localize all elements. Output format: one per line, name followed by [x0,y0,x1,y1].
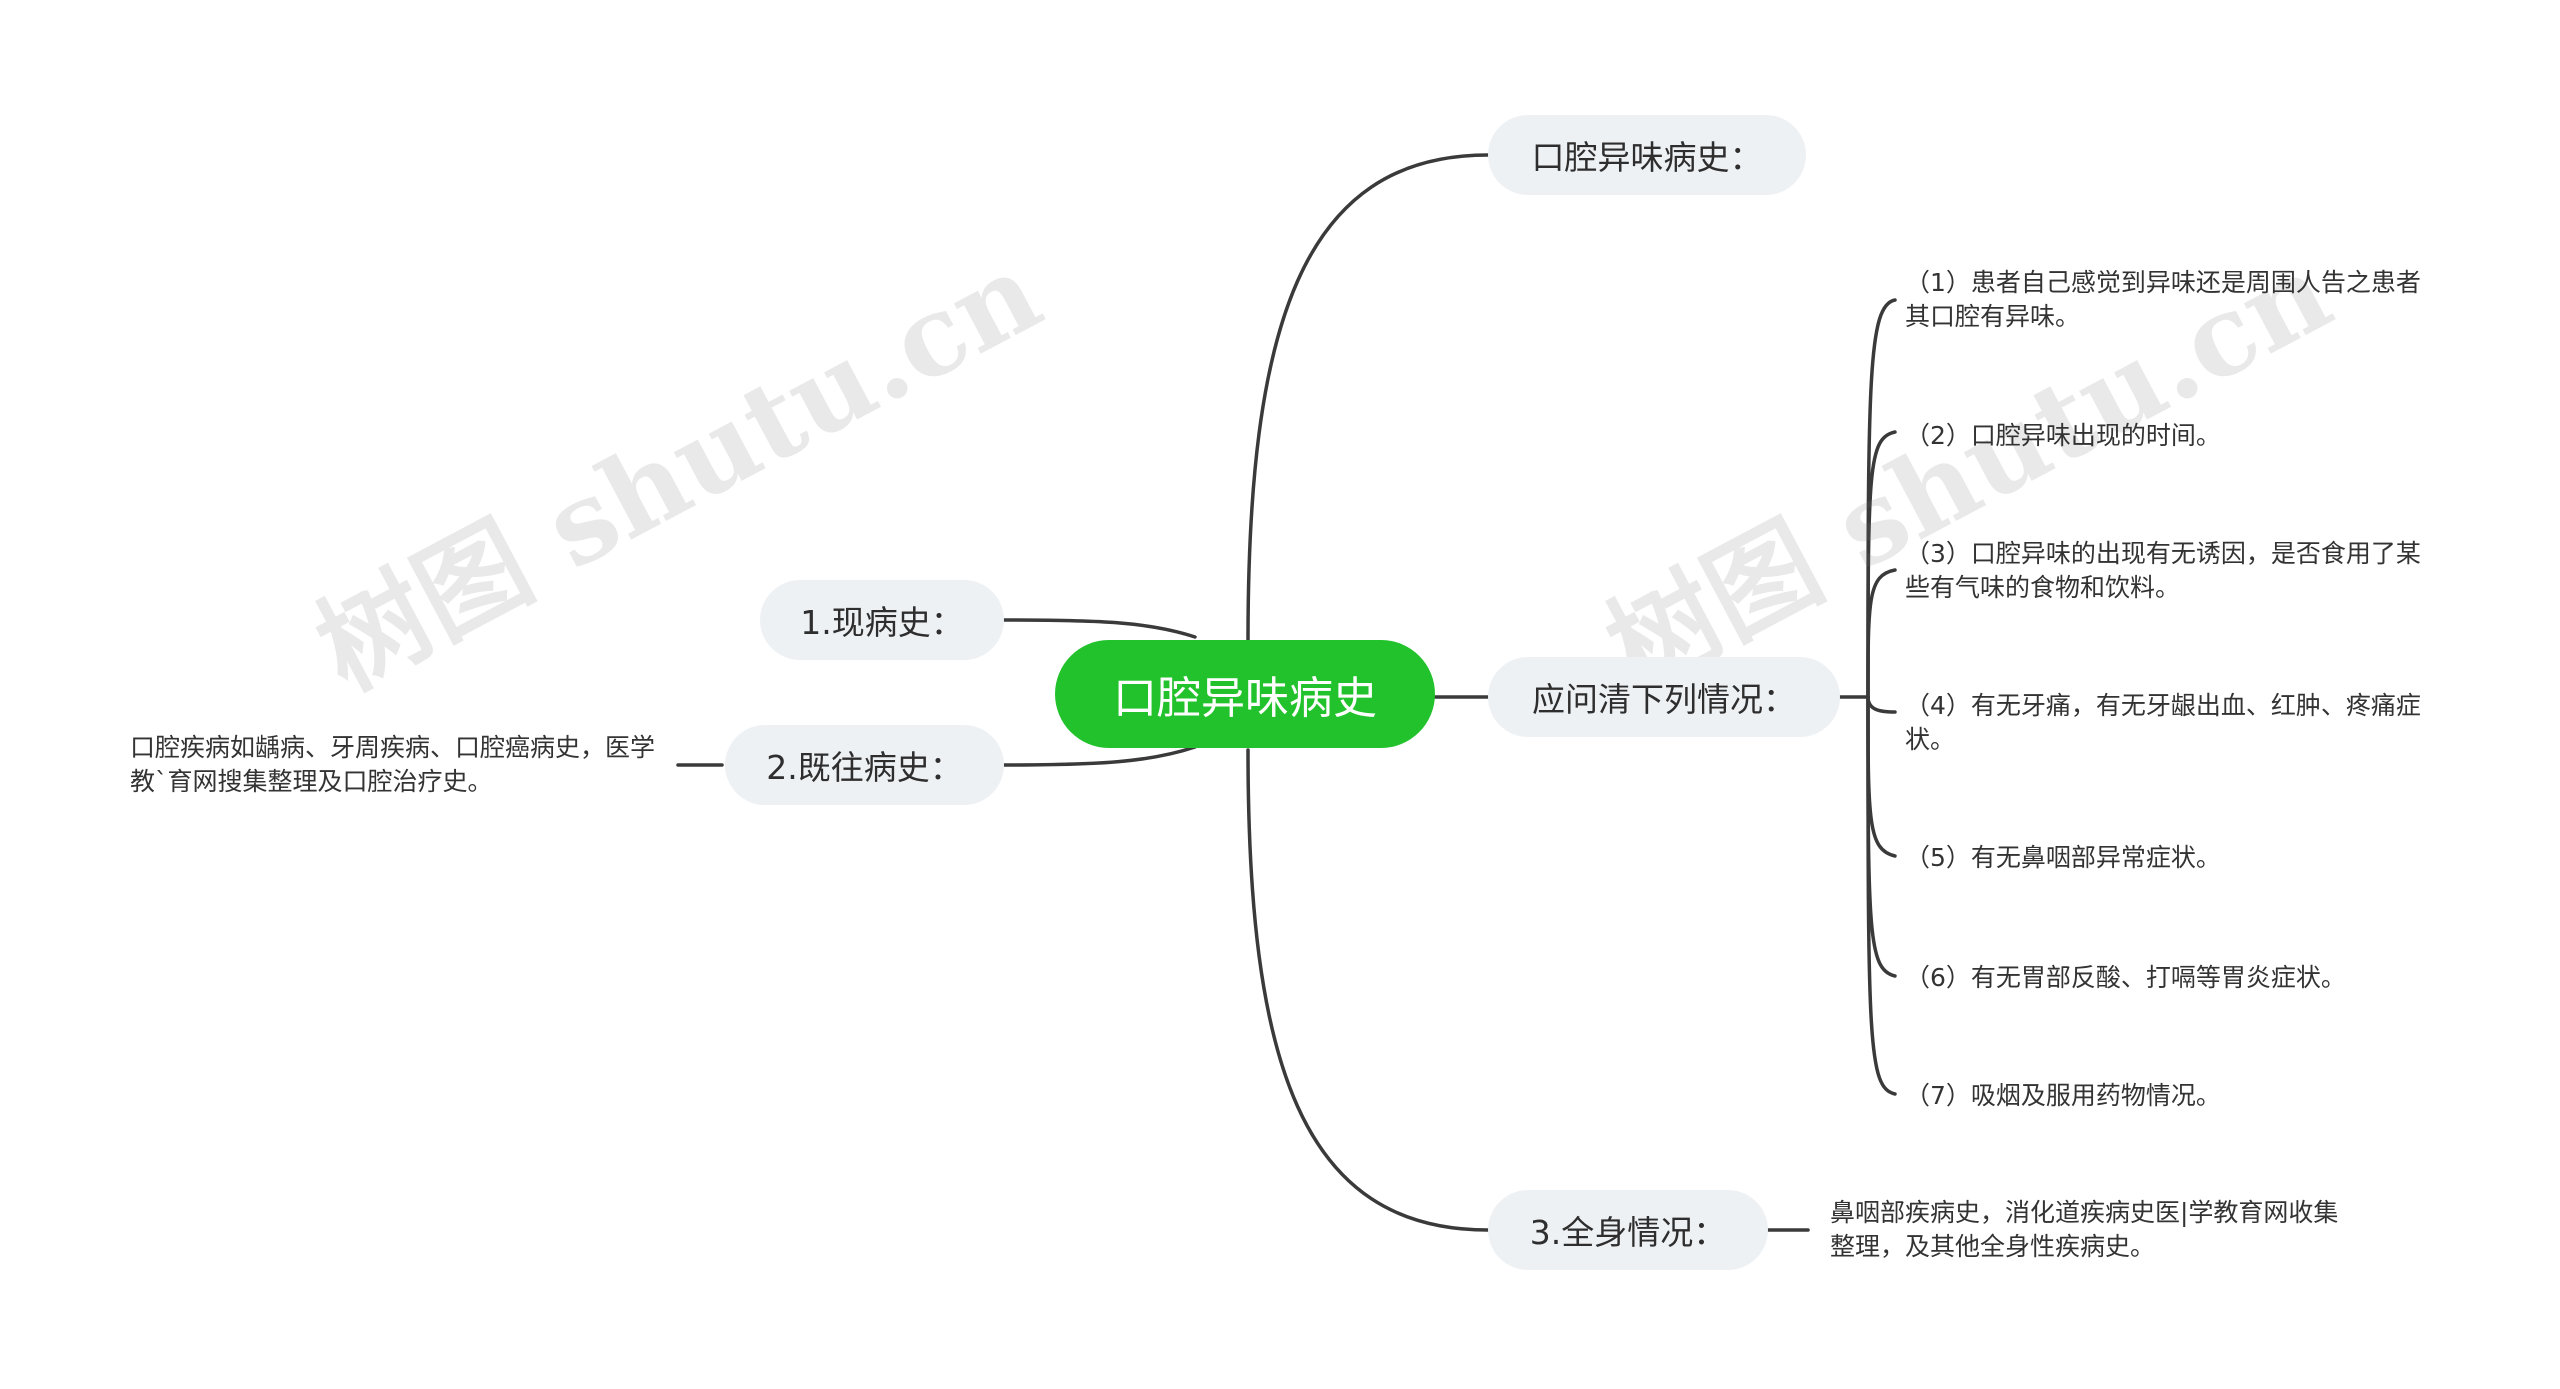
branch-inquiries[interactable]: 应问清下列情况： [1488,657,1840,737]
branch-inquiries-label: 应问清下列情况： [1532,680,1796,719]
branch-current-history-label: 1.现病史： [800,603,964,642]
inquiry-item: （5）有无鼻咽部异常症状。 [1905,843,2221,872]
connector-item-5 [1866,695,1897,858]
root-node[interactable]: 口腔异味病史 [1055,640,1435,748]
connector-root-past [1002,745,1197,767]
branch-past-history-label: 2.既往病史： [766,748,963,787]
branch-current-history[interactable]: 1.现病史： [760,580,1004,660]
inquiry-item: （1）患者自己感觉到异味还是周围人告之患者其口腔有异味。 [1905,268,2421,331]
inquiry-item: （3）口腔异味的出现有无诱因，是否食用了某些有气味的食物和饮料。 [1905,539,2421,602]
connector-root-current [1002,618,1197,639]
branch-past-history[interactable]: 2.既往病史： [725,725,1004,805]
inquiry-item: （6）有无胃部反酸、打嗝等胃炎症状。 [1905,963,2346,992]
past-history-detail: 口腔疾病如龋病、牙周疾病、口腔癌病史，医学教`育网搜集整理及口腔治疗史。 [130,733,656,796]
connector-item-7 [1866,695,1897,1096]
branch-oral-odor-history[interactable]: 口腔异味病史： [1488,115,1806,195]
inquiry-item: （4）有无牙痛，有无牙龈出血、红肿、疼痛症状。 [1905,691,2421,754]
branch-general-condition-label: 3.全身情况： [1529,1213,1727,1252]
inquiry-item: （7）吸烟及服用药物情况。 [1905,1081,2221,1110]
connector-root-oral-history [1246,153,1490,642]
root-label: 口腔异味病史 [1113,673,1377,724]
branch-oral-odor-history-label: 口腔异味病史： [1531,138,1763,177]
connector-item-6 [1866,695,1897,978]
inquiry-item: （2）口腔异味出现的时间。 [1905,421,2221,450]
connector-root-general [1246,748,1490,1232]
connector-item-4 [1866,695,1897,714]
branch-general-condition[interactable]: 3.全身情况： [1488,1190,1768,1270]
general-condition-detail: 鼻咽部疾病史，消化道疾病史医|学教育网收集整理，及其他全身性疾病史。 [1830,1198,2339,1261]
